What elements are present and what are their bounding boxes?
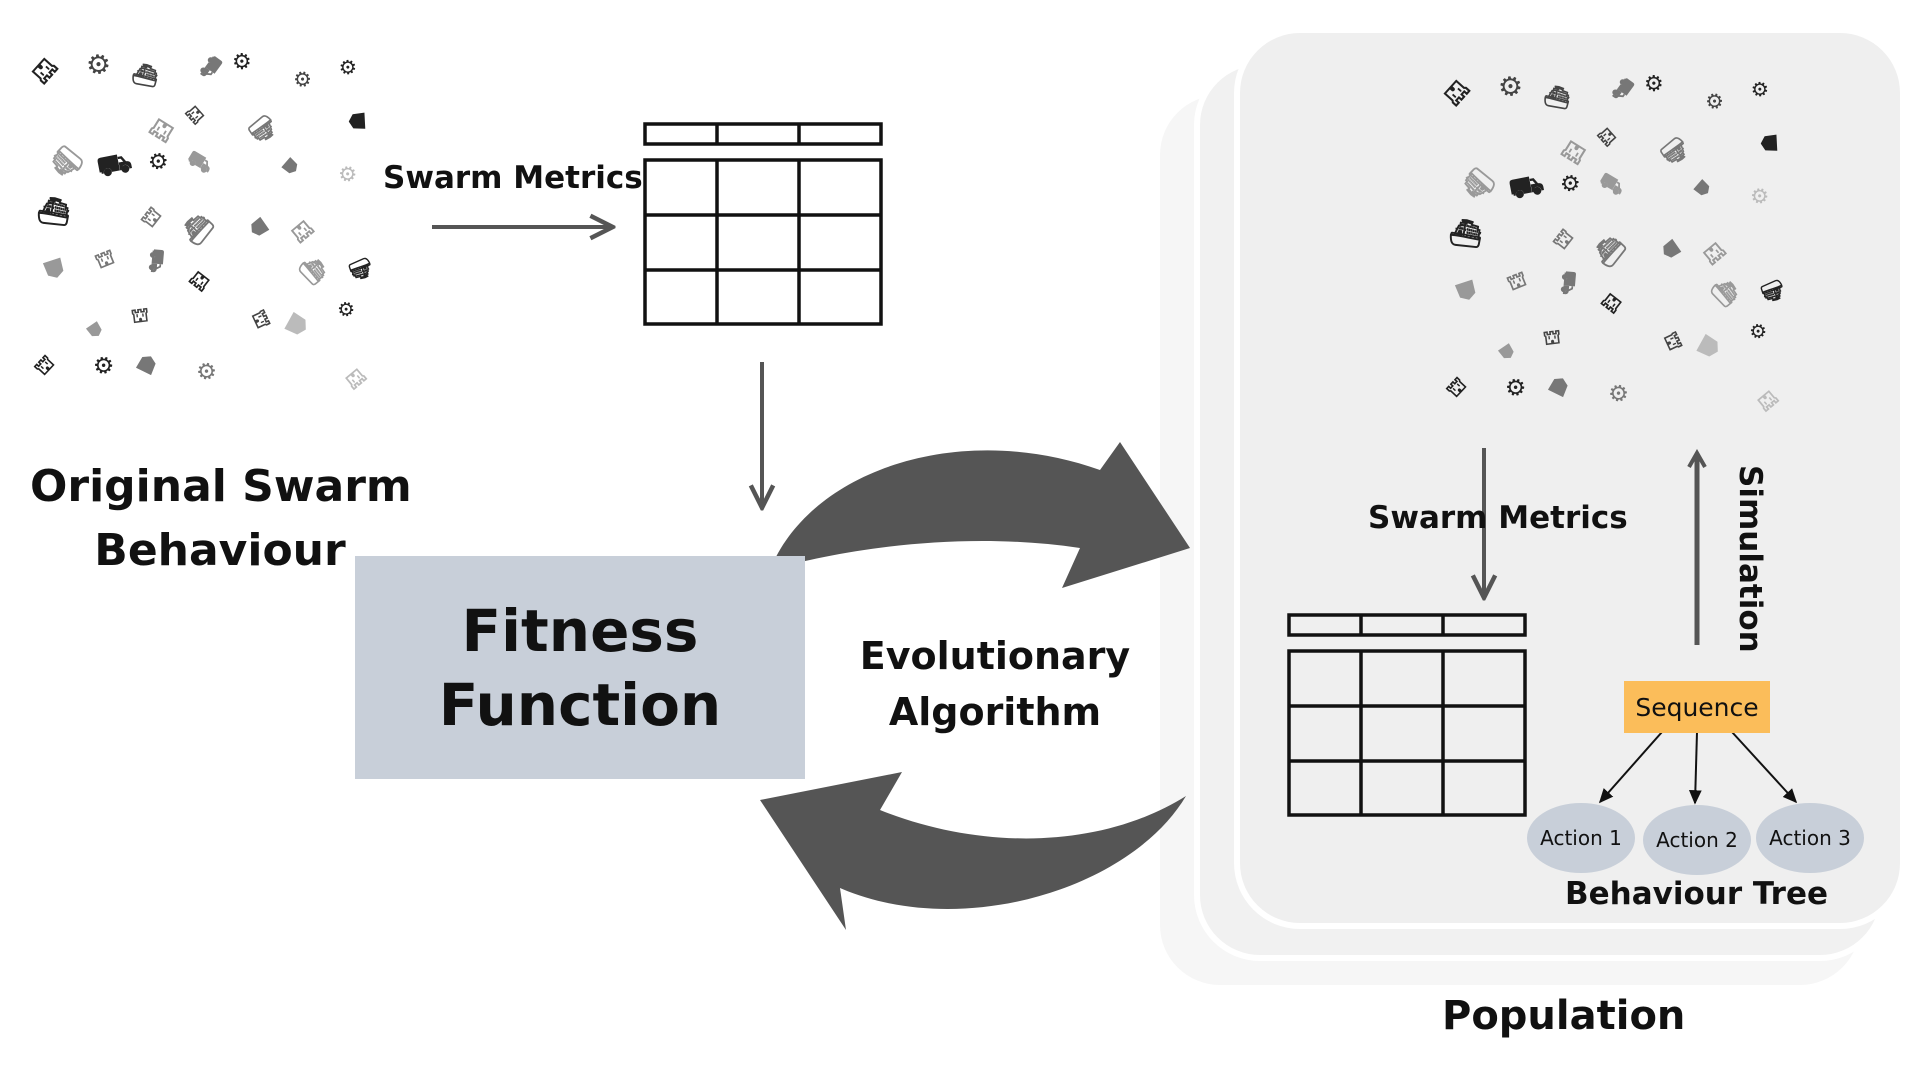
simulation-label: Simulation xyxy=(1732,465,1768,653)
behaviour-tree-caption: Behaviour Tree xyxy=(1565,876,1829,912)
fitness-function-box: Fitness Function xyxy=(355,556,805,779)
swarm-metrics-label-left: Swarm Metrics xyxy=(383,160,643,196)
action-node-3: Action 3 xyxy=(1756,803,1864,873)
sequence-node: Sequence xyxy=(1624,681,1770,733)
tree-edges xyxy=(1598,731,1798,805)
evolutionary-algorithm-label: Evolutionary Algorithm xyxy=(859,634,1131,734)
population-label: Population xyxy=(1442,993,1686,1039)
fitness-line1: Fitness xyxy=(461,596,699,665)
fitness-line2: Function xyxy=(438,670,722,739)
table-icon xyxy=(643,122,883,326)
table-icon-right xyxy=(1287,613,1527,817)
cycle-arrows-icon xyxy=(760,442,1190,930)
original-swarm-title: Original Swarm Behaviour xyxy=(30,461,412,576)
population-card-front xyxy=(1240,33,1900,923)
action-node-2: Action 2 xyxy=(1643,805,1751,875)
action-node-1: Action 1 xyxy=(1527,803,1635,873)
swarm-metrics-label-right: Swarm Metrics xyxy=(1368,500,1628,536)
